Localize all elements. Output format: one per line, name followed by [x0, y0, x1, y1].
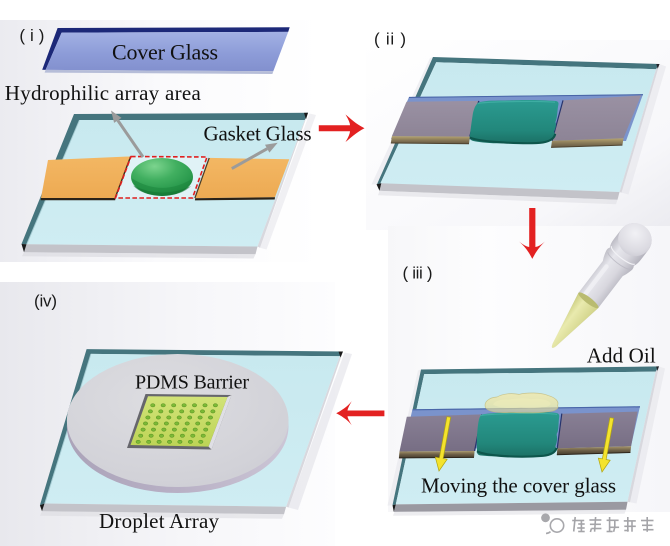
- svg-text:Hydrophilic array area: Hydrophilic array area: [5, 81, 202, 105]
- svg-text:( iii ): ( iii ): [403, 264, 433, 283]
- svg-text:Add Oil: Add Oil: [587, 344, 656, 368]
- svg-text:PDMS Barrier: PDMS Barrier: [135, 372, 249, 394]
- svg-text:Moving the cover glass: Moving the cover glass: [421, 474, 616, 498]
- svg-text:Cover Glass: Cover Glass: [112, 40, 218, 65]
- svg-text:Droplet Array: Droplet Array: [99, 509, 220, 533]
- svg-text:( i ): ( i ): [19, 26, 44, 45]
- svg-text:( ii ): ( ii ): [374, 30, 406, 49]
- svg-text:(iv): (iv): [34, 292, 57, 311]
- svg-text:Gasket Glass: Gasket Glass: [204, 122, 312, 146]
